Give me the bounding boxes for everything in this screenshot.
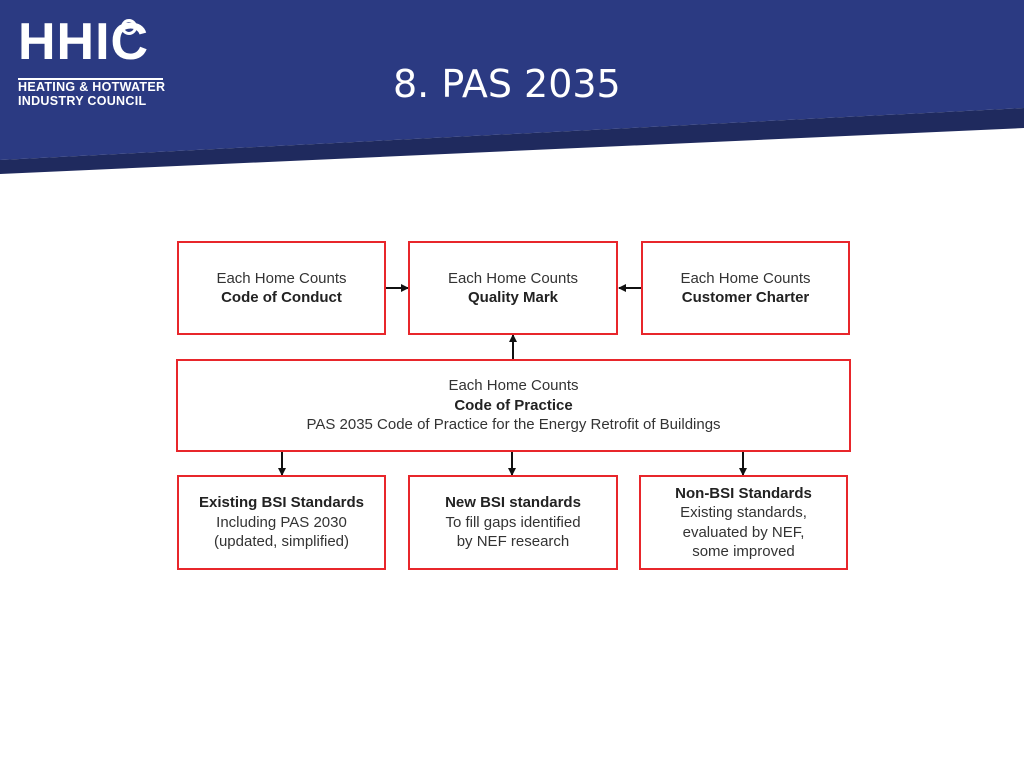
box-quality-mark: Each Home Counts Quality Mark bbox=[408, 241, 618, 335]
box-line: some improved bbox=[692, 543, 795, 560]
slide-title: 8. PAS 2035 bbox=[393, 62, 621, 106]
box-code-of-practice: Each Home Counts Code of Practice PAS 20… bbox=[176, 359, 851, 452]
box-title: Existing BSI Standards bbox=[198, 494, 365, 512]
box-title: New BSI standards bbox=[445, 494, 581, 512]
logo-line-1: HEATING & HOTWATER bbox=[18, 80, 166, 94]
hhic-logo: HHIC HEATING & HOTWATER INDUSTRY COUNCIL bbox=[18, 16, 178, 126]
box-title: Customer Charter bbox=[681, 289, 810, 306]
logo-degree-ring bbox=[121, 19, 137, 35]
slide-header bbox=[0, 0, 1024, 180]
box-line: by NEF research bbox=[456, 533, 570, 551]
box-line: Each Home Counts bbox=[216, 269, 347, 287]
box-line: Each Home Counts bbox=[448, 377, 579, 395]
box-non-bsi-standards: Non-BSI Standards Existing standards, ev… bbox=[639, 475, 848, 570]
logo-divider bbox=[18, 78, 163, 80]
box-line: evaluated by NEF, bbox=[682, 523, 805, 541]
box-line: To fill gaps identified bbox=[445, 513, 581, 531]
box-title: Non-BSI Standards bbox=[675, 484, 812, 502]
box-title: Quality Mark bbox=[467, 289, 559, 306]
box-existing-bsi-standards: Existing BSI Standards Including PAS 203… bbox=[177, 475, 386, 570]
box-title: Code of Practice bbox=[454, 396, 573, 414]
box-line: Including PAS 2030 bbox=[216, 513, 347, 531]
box-line: (updated, simplified) bbox=[213, 533, 350, 551]
header-banner bbox=[0, 0, 1024, 174]
box-line: Each Home Counts bbox=[680, 269, 811, 287]
box-line: PAS 2035 Code of Practice for the Energy… bbox=[306, 416, 721, 434]
box-line: Each Home Counts bbox=[447, 269, 579, 287]
box-new-bsi-standards: New BSI standards To fill gaps identifie… bbox=[408, 475, 618, 570]
box-customer-charter: Each Home Counts Customer Charter bbox=[641, 241, 850, 335]
box-title: Code of Conduct bbox=[221, 289, 342, 306]
logo-line-2: INDUSTRY COUNCIL bbox=[18, 94, 147, 108]
box-line: Existing standards, bbox=[680, 504, 807, 521]
box-code-of-conduct: Each Home Counts Code of Conduct bbox=[177, 241, 386, 335]
